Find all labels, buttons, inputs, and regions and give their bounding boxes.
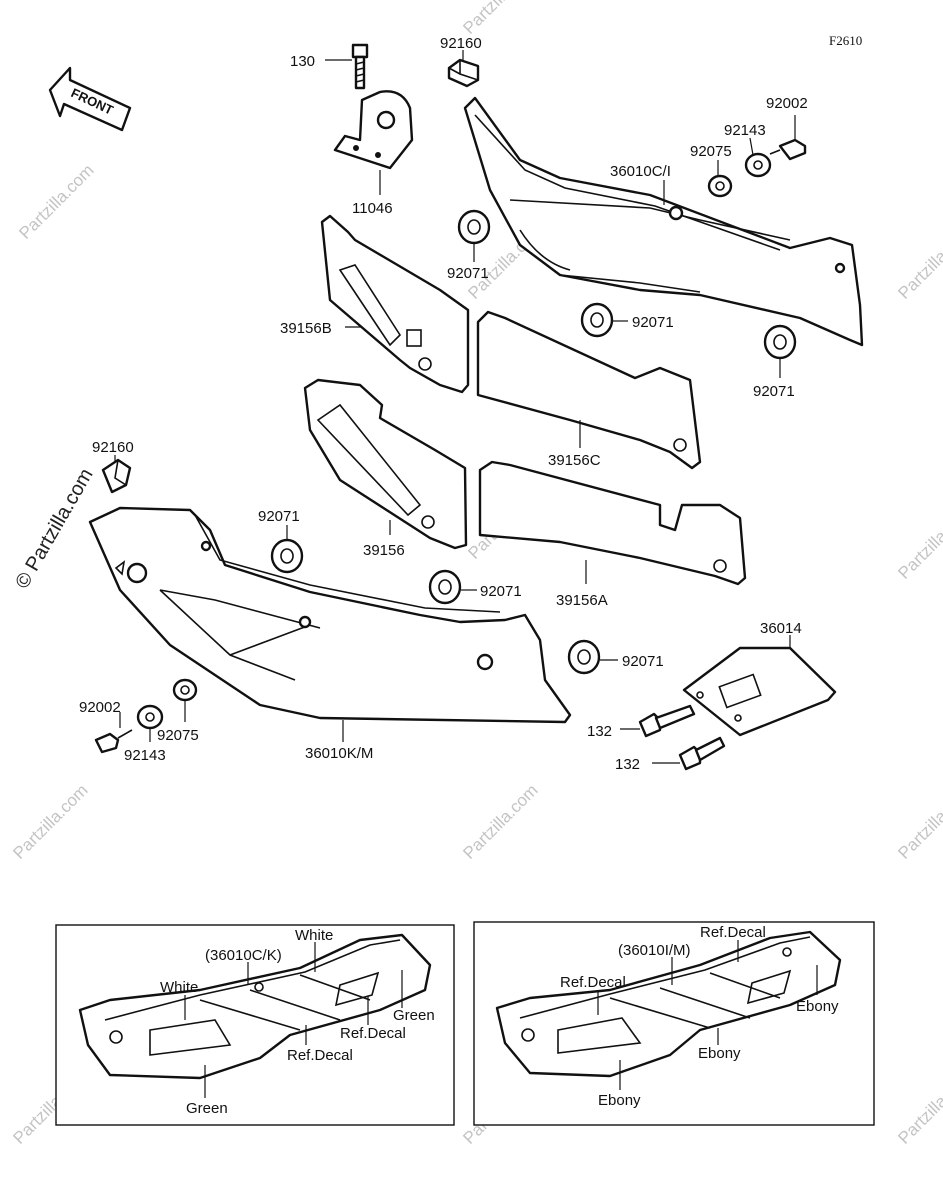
label-36010KM: 36010K/M — [305, 745, 373, 762]
inset-right-ebony-2: Ebony — [698, 1045, 741, 1062]
inset-left-color-variant — [55, 924, 455, 1126]
inset-right-ebony-1: Ebony — [796, 998, 839, 1015]
label-39156: 39156 — [363, 542, 405, 559]
label-92002-bottom: 92002 — [79, 699, 121, 716]
bolt-132-b — [678, 736, 726, 771]
washer-92143-top — [744, 152, 772, 178]
watermark: Partzilla.com — [894, 501, 943, 583]
watermark: Partzilla.com — [894, 1066, 943, 1148]
inset-left-white-2: White — [160, 979, 198, 996]
inset-left-ref-decal-2: Ref.Decal — [287, 1047, 353, 1064]
bolt-130 — [351, 43, 369, 90]
label-92071-a: 92071 — [447, 265, 489, 282]
watermark: Partzilla.com — [459, 0, 541, 38]
inset-right-ebony-3: Ebony — [598, 1092, 641, 1109]
inset-right-ref: (36010I/M) — [618, 942, 691, 959]
screw-92002-bottom — [94, 729, 133, 754]
pad-39156B — [320, 214, 470, 394]
watermark-main: © Partzilla.com — [11, 465, 97, 593]
label-36010CI: 36010C/I — [610, 163, 671, 180]
watermark: Partzilla.com — [459, 781, 541, 863]
label-39156B: 39156B — [280, 320, 332, 337]
inset-right-ref-decal-2: Ref.Decal — [560, 974, 626, 991]
label-92160-top: 92160 — [440, 35, 482, 52]
pad-39156 — [303, 378, 468, 550]
inset-left-green-1: Green — [393, 1007, 435, 1024]
label-11046: 11046 — [352, 200, 393, 217]
label-92075-top: 92075 — [690, 143, 732, 160]
grommet-92071-e — [428, 569, 462, 605]
label-132-a: 132 — [587, 723, 612, 740]
label-130: 130 — [290, 53, 315, 70]
clip-92160-left — [101, 458, 132, 494]
pad-39156C — [476, 310, 702, 470]
label-39156A: 39156A — [556, 592, 608, 609]
side-cowl-36010KM — [88, 506, 572, 724]
label-92071-f: 92071 — [622, 653, 664, 670]
clip-92160 — [447, 58, 480, 88]
grommet-92071-f — [567, 639, 601, 675]
label-92071-d: 92071 — [258, 508, 300, 525]
label-39156C: 39156C — [548, 452, 601, 469]
inset-left-ref: (36010C/K) — [205, 947, 282, 964]
pad-39156A — [478, 460, 747, 586]
grommet-92071-b — [580, 302, 614, 338]
watermark: Partzilla.com — [9, 781, 91, 863]
inset-left-green-2: Green — [186, 1100, 228, 1117]
label-92071-c: 92071 — [753, 383, 795, 400]
label-92071-e: 92071 — [480, 583, 522, 600]
watermark: Partzilla.com — [894, 221, 943, 303]
washer-92143-bottom — [136, 704, 164, 730]
label-92075-bottom: 92075 — [157, 727, 199, 744]
bracket-11046 — [333, 90, 414, 170]
grommet-92071-d — [270, 538, 304, 574]
label-92002-top: 92002 — [766, 95, 808, 112]
inset-right-ref-decal-1: Ref.Decal — [700, 924, 766, 941]
side-cowl-36010CI — [463, 96, 864, 347]
inset-right-color-variant — [473, 921, 875, 1126]
watermark: Partzilla.com — [15, 161, 97, 243]
label-92143-bottom: 92143 — [124, 747, 166, 764]
plate-36014 — [682, 646, 837, 737]
label-92143-top: 92143 — [724, 122, 766, 139]
front-arrow-icon: FRONT — [48, 66, 132, 132]
label-132-b: 132 — [615, 756, 640, 773]
collar-92075-bottom — [172, 678, 198, 702]
grommet-92071-a — [457, 209, 491, 245]
inset-left-white-1: White — [295, 927, 333, 944]
bolt-132-a — [638, 704, 696, 738]
screw-92002-top — [769, 138, 807, 161]
label-92071-b: 92071 — [632, 314, 674, 331]
label-92160-left: 92160 — [92, 439, 134, 456]
grommet-92071-c — [763, 324, 797, 360]
watermark: Partzilla.com — [894, 781, 943, 863]
collar-92075-top — [707, 174, 733, 198]
label-36014: 36014 — [760, 620, 802, 637]
figure-code: F2610 — [829, 33, 862, 48]
inset-left-ref-decal-1: Ref.Decal — [340, 1025, 406, 1042]
